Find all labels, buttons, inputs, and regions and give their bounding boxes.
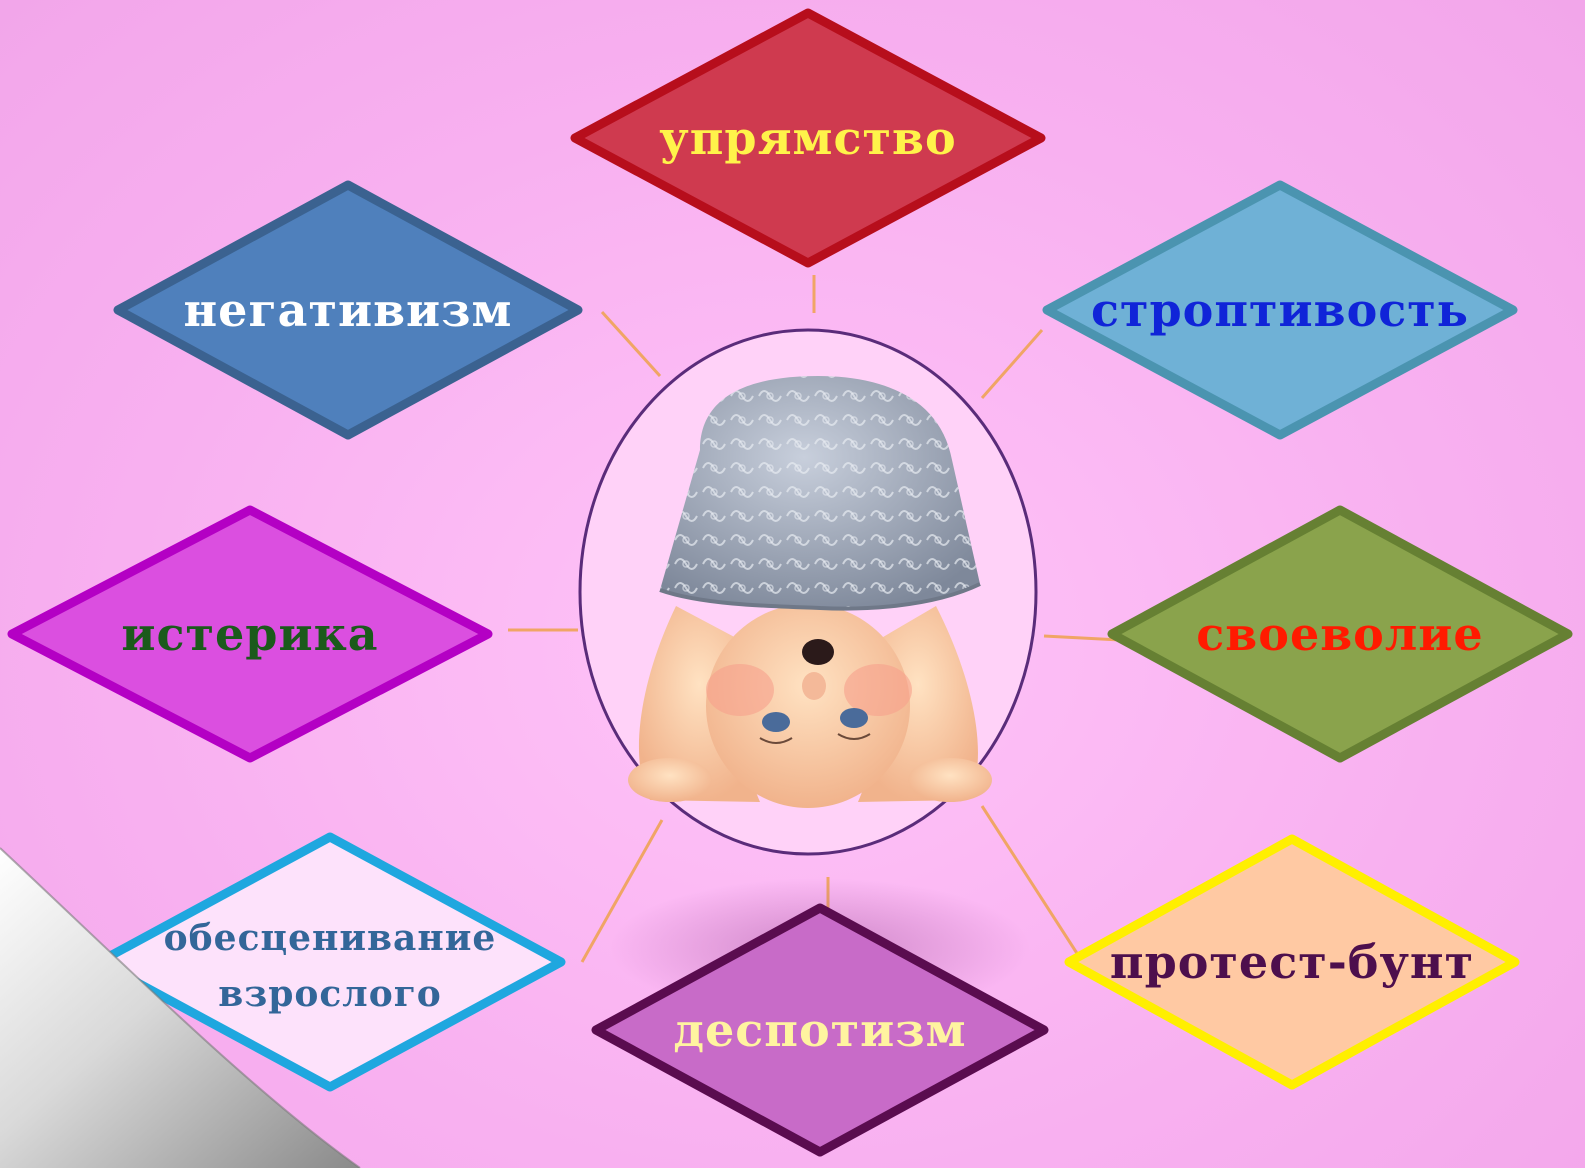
diamond-label: упрямство (659, 111, 956, 165)
diamond-isterika: истерика (12, 510, 488, 758)
diamond-label: деспотизм (673, 1003, 966, 1057)
diamond-label: строптивость (1091, 283, 1469, 337)
diamond-label: протест-бунт (1110, 935, 1474, 989)
diamond-stroptivost: строптивость (1047, 185, 1513, 435)
diamond-upryamstvo: упрямство (575, 13, 1041, 263)
diamond-label: своеволие (1196, 607, 1483, 661)
center-node (580, 330, 1036, 854)
diamond-negativizm: негативизм (118, 185, 578, 435)
diamond-label: истерика (121, 607, 378, 661)
diamond-label: негативизм (184, 283, 513, 337)
connector-line (602, 312, 660, 376)
diamond-label: обесценивание (164, 917, 497, 959)
diamond-label: взрослого (218, 973, 442, 1015)
diamond-svoevolie: своеволие (1112, 510, 1568, 758)
diamond-protest: протест-бунт (1069, 839, 1515, 1085)
connector-line (982, 330, 1042, 398)
